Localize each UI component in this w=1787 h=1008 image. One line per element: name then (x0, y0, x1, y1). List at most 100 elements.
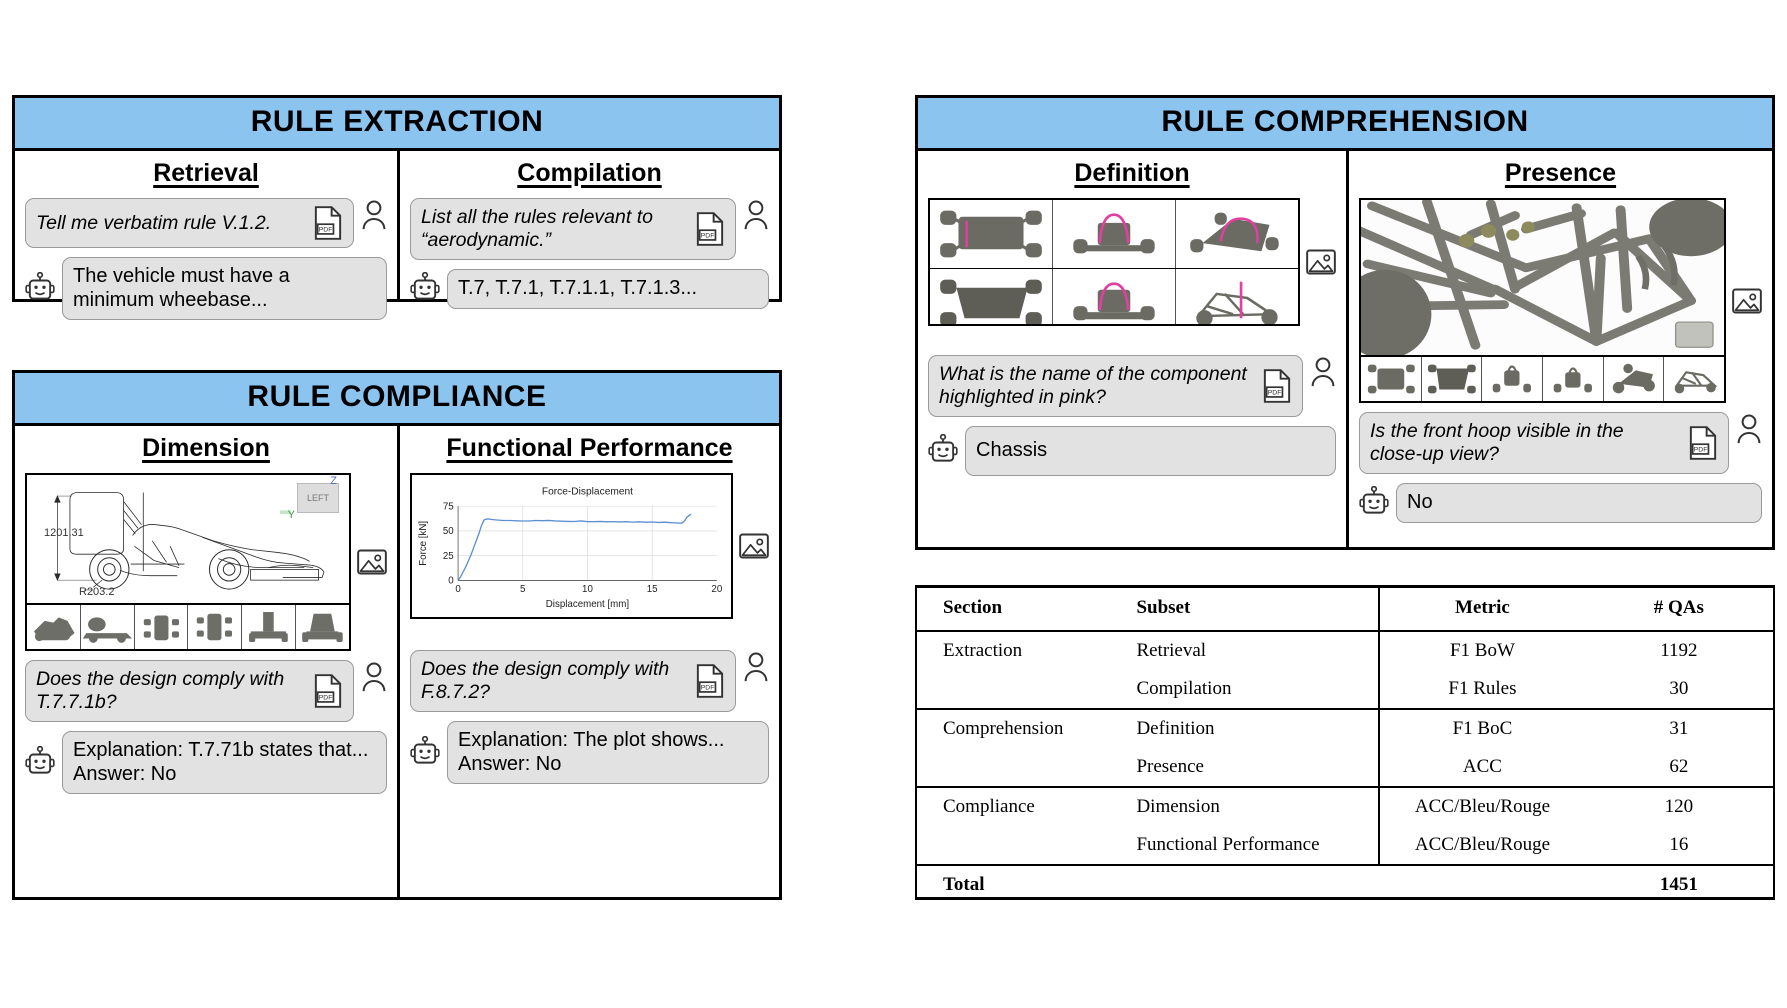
chassis-thumbnail[interactable] (1421, 357, 1483, 401)
cell-subset: Retrieval (1122, 630, 1380, 670)
qa-row-user-functional: Does the design comply with F.8.7.2? PDF (410, 650, 769, 712)
svg-text:Displacement [mm]: Displacement [mm] (546, 599, 630, 610)
chassis-view-rear[interactable] (1053, 269, 1176, 324)
chassis-thumbnail-strip[interactable] (1361, 355, 1724, 401)
answer-verdict-functional: Answer: No (458, 752, 562, 775)
cell-section: Compliance (917, 786, 1123, 826)
svg-text:15: 15 (647, 584, 658, 595)
qa-row-bot-presence: No (1359, 483, 1762, 523)
cad-thumbnail-strip[interactable] (27, 603, 349, 649)
chassis-view-iso[interactable] (1176, 200, 1298, 269)
stats-table-head: Section Subset Metric # QAs (917, 588, 1773, 632)
cell-metric: F1 Rules (1378, 670, 1585, 709)
pdf-icon[interactable]: PDF (695, 664, 725, 698)
cell-section (917, 670, 1122, 709)
total-spacer-metric (1379, 864, 1585, 904)
subsection-title-functional-performance: Functional Performance (446, 434, 733, 462)
chassis-thumbnail[interactable] (1603, 357, 1665, 401)
svg-text:PDF: PDF (701, 233, 715, 240)
pdf-icon[interactable]: PDF (1262, 369, 1292, 403)
cad-drawing-viewer[interactable]: 1201.31 R203.2 LEFT Z Y (25, 473, 351, 651)
question-bubble-presence[interactable]: Is the front hoop visible in the close-u… (1359, 412, 1729, 474)
chassis-multiview-grid[interactable] (928, 198, 1300, 326)
cell-subset: Functional Performance (1136, 834, 1320, 855)
bot-icon (410, 271, 440, 306)
cad-thumbnail[interactable] (80, 605, 135, 649)
svg-text:25: 25 (443, 551, 454, 562)
chassis-thumbnail[interactable] (1664, 357, 1724, 401)
table-header-row: Section Subset Metric # QAs (917, 588, 1773, 632)
chassis-view-top[interactable] (930, 200, 1053, 269)
cell-qas: 16 (1669, 834, 1689, 855)
question-bubble-retrieval[interactable]: Tell me verbatim rule V.1.2. PDF (25, 198, 354, 248)
svg-text:0: 0 (448, 576, 454, 587)
column-header-subset: Subset (1122, 588, 1380, 632)
total-label: Total (917, 864, 1123, 904)
cad-thumbnail[interactable] (296, 605, 349, 649)
question-text-dimension: Does the design comply with T.7.7.1b? (36, 668, 285, 713)
person-icon (361, 198, 387, 232)
presence-image-row (1359, 198, 1762, 403)
subsection-title-presence: Presence (1504, 159, 1617, 187)
pdf-icon[interactable]: PDF (313, 206, 343, 240)
qa-row-bot-compilation: T.7, T.7.1, T.7.1.1, T.7.1.3... (410, 269, 769, 309)
chassis-view-side[interactable] (1176, 269, 1298, 324)
chassis-thumbnail[interactable] (1361, 357, 1422, 401)
chassis-thumbnail[interactable] (1543, 357, 1604, 401)
panel-title-rule-extraction: RULE EXTRACTION (15, 98, 779, 151)
subsection-title-dimension: Dimension (142, 434, 270, 462)
subsection-title-retrieval: Retrieval (153, 159, 259, 187)
cad-thumbnail[interactable] (188, 605, 243, 649)
qa-row-bot-retrieval: The vehicle must have a minimum wheebase… (25, 257, 387, 321)
svg-text:5: 5 (520, 584, 525, 595)
cell-section: Extraction (917, 630, 1123, 670)
dimension-label-vertical: 1201.31 (44, 527, 84, 539)
question-bubble-definition[interactable]: What is the name of the component highli… (928, 355, 1303, 417)
chassis-thumbnail[interactable] (1482, 357, 1544, 401)
bot-icon (1359, 485, 1389, 520)
chassis-closeup-viewer[interactable] (1359, 198, 1726, 403)
person-icon (1310, 355, 1336, 389)
answer-explanation-dimension: Explanation: T.7.71b states that... (73, 739, 369, 761)
cell-section (917, 748, 1122, 787)
answer-bubble-dimension: Explanation: T.7.71b states that... Answ… (62, 731, 387, 795)
bot-icon (928, 433, 958, 468)
question-text-compilation: List all the rules relevant to “aerodyna… (421, 206, 653, 251)
answer-bubble-retrieval: The vehicle must have a minimum wheebase… (62, 257, 387, 321)
dimension-image-row: 1201.31 R203.2 LEFT Z Y (25, 473, 387, 651)
image-icon (1306, 249, 1336, 275)
question-bubble-dimension[interactable]: Does the design comply with T.7.7.1b? PD… (25, 660, 354, 722)
image-icon (1732, 287, 1762, 314)
pdf-icon[interactable]: PDF (695, 212, 725, 246)
cell-section: Comprehension (917, 708, 1123, 748)
panel-rule-extraction: RULE EXTRACTION Retrieval Tell me verbat… (12, 95, 782, 321)
svg-text:PDF: PDF (319, 695, 333, 702)
person-icon (743, 198, 769, 232)
svg-text:Force [kN]: Force [kN] (418, 521, 429, 566)
pdf-icon[interactable]: PDF (1688, 426, 1718, 460)
cell-subset: Compilation (1136, 678, 1232, 699)
cad-car-side-view (54, 492, 325, 591)
question-bubble-functional[interactable]: Does the design comply with F.8.7.2? PDF (410, 650, 736, 712)
section-definition: Definition (918, 151, 1346, 548)
cell-metric: F1 BoC (1378, 708, 1585, 748)
cad-thumbnail[interactable] (242, 605, 297, 649)
panel-body-rule-compliance: Dimension (15, 426, 779, 898)
cell-subset: Presence (1136, 756, 1204, 777)
chassis-view-bottom[interactable] (930, 269, 1053, 324)
svg-text:20: 20 (711, 584, 722, 595)
answer-text-compilation: T.7, T.7.1, T.7.1.1, T.7.1.3... (458, 277, 698, 299)
view-cube-left[interactable]: LEFT (297, 483, 339, 513)
chassis-view-front[interactable] (1053, 200, 1176, 269)
question-text-presence: Is the front hoop visible in the close-u… (1370, 420, 1624, 465)
qa-row-bot-dimension: Explanation: T.7.71b states that... Answ… (25, 731, 387, 795)
pdf-icon[interactable]: PDF (313, 674, 343, 708)
question-bubble-compilation[interactable]: List all the rules relevant to “aerodyna… (410, 198, 736, 260)
cad-thumbnail[interactable] (27, 605, 81, 649)
cad-thumbnail[interactable] (134, 605, 189, 649)
